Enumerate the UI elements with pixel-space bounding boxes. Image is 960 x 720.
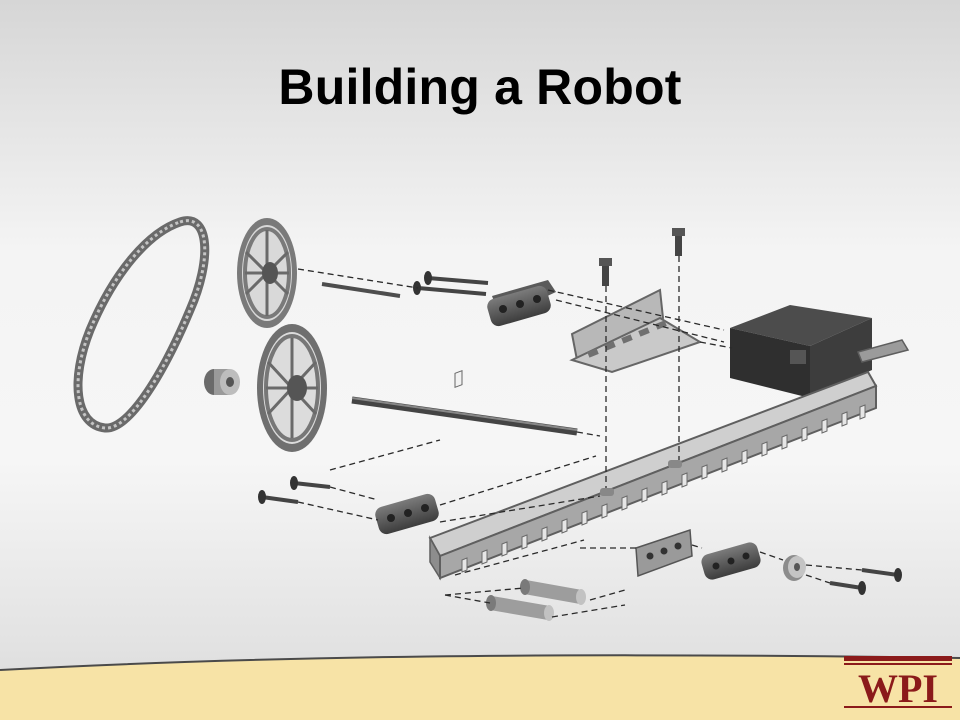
- axle-screws-upper: [413, 271, 489, 296]
- vertical-screw-right: [672, 228, 685, 256]
- wpi-logo-mark: WPI: [844, 656, 952, 711]
- wheel-hub-spacer: [204, 369, 240, 395]
- spacer-lower-right: [783, 555, 806, 581]
- right-plate: [856, 339, 910, 363]
- screws-lower-right: [829, 568, 902, 595]
- motor-box: [730, 305, 872, 398]
- lower-axle: [351, 396, 578, 436]
- footer-band: [0, 654, 960, 720]
- lower-wheel: [257, 324, 327, 452]
- assembly-guide-lines: [297, 256, 863, 618]
- upper-axle: [321, 282, 401, 298]
- bearing-block-lower: [375, 493, 439, 535]
- wpi-logo: WPI: [840, 654, 956, 712]
- vertical-screw-left: [599, 258, 612, 286]
- standoff-lower: [486, 595, 554, 621]
- upper-sprocket: [237, 218, 297, 328]
- drive-chain: [73, 216, 210, 433]
- bearing-block-lower-right: [701, 542, 761, 580]
- chassis-channel: [428, 369, 878, 581]
- screws-lower-left: [258, 476, 331, 504]
- standoff-upper: [520, 579, 586, 605]
- wpi-logo-text: WPI: [858, 666, 938, 711]
- motor-bracket: [569, 288, 703, 374]
- bearing-plate-lower-right: [635, 528, 693, 578]
- bearing-block-upper: [487, 280, 556, 327]
- slide-title: Building a Robot: [278, 59, 682, 115]
